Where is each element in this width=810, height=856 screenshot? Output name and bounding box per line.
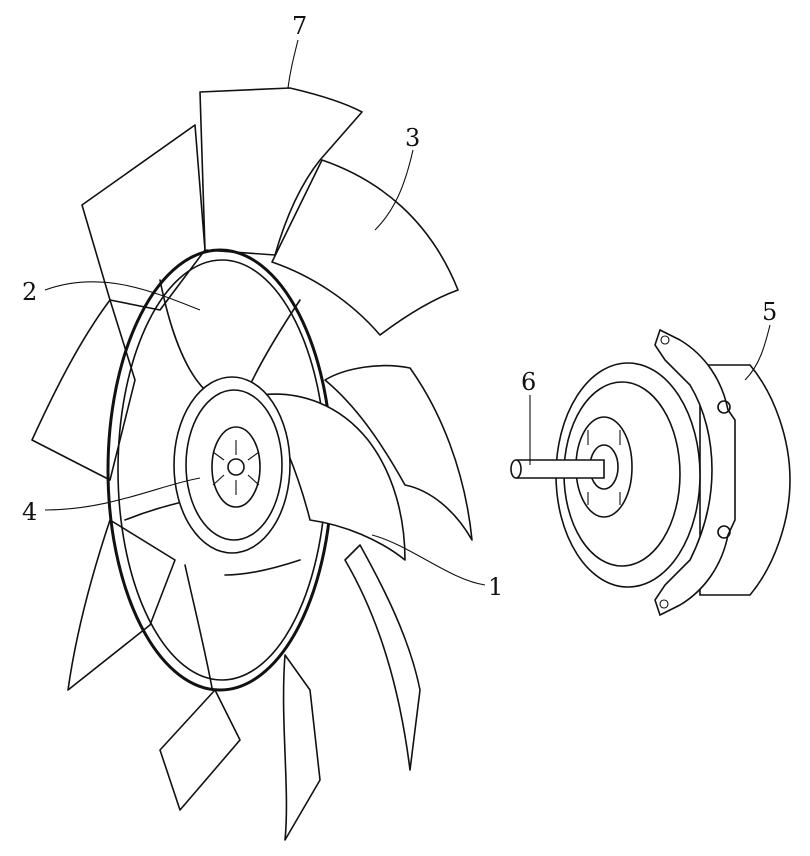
- leader-5: [744, 324, 771, 381]
- blade-top: [199, 87, 363, 256]
- callout-6: 6: [521, 368, 536, 396]
- callout-5: 5: [762, 298, 777, 326]
- callout-2: 2: [22, 278, 37, 306]
- leader-lines: [44, 39, 771, 586]
- blade-bottom-left: [159, 689, 241, 811]
- leader-3: [374, 149, 414, 231]
- callout-labels: 7 3 2 5 6 4 1: [22, 12, 777, 601]
- blade-upper-right: [271, 159, 459, 336]
- blade-right: [324, 364, 473, 541]
- blade-upper-left: [81, 124, 206, 311]
- blade-bottom: [282, 654, 321, 841]
- motor-mounting-flange: [654, 328, 736, 617]
- hub-boss: [227, 458, 245, 476]
- motor-assembly: [510, 328, 791, 617]
- leader-2: [44, 281, 201, 311]
- flange-hole-top: [660, 335, 670, 345]
- blade-lower-right-rear: [344, 544, 421, 771]
- blade-lower-left: [67, 519, 176, 691]
- hub-recess: [211, 426, 261, 508]
- flange-bolt-lower: [717, 525, 731, 539]
- hub-inner-ring: [185, 389, 283, 541]
- blade-left: [31, 299, 136, 481]
- hub-spokes: [212, 440, 260, 495]
- leader-4: [44, 477, 201, 511]
- callout-3: 3: [405, 124, 420, 152]
- leader-1: [371, 534, 486, 586]
- callout-4: 4: [22, 498, 37, 526]
- blade-front-lower-right: [259, 393, 406, 561]
- blade-root-line-5: [224, 559, 301, 576]
- flange-hole-bottom: [659, 599, 669, 609]
- blade-root-line-4: [184, 564, 213, 689]
- hub-outer-ring: [173, 376, 291, 554]
- callout-7: 7: [292, 12, 307, 40]
- motor-face-slots: [587, 430, 621, 505]
- fan-assembly: [31, 87, 473, 841]
- motor-shaft-end: [510, 459, 522, 479]
- motor-shaft: [516, 459, 605, 479]
- blade-root-line-2: [249, 299, 301, 386]
- callout-1: 1: [488, 573, 503, 601]
- leader-7: [287, 39, 299, 89]
- flange-bolt-upper: [717, 400, 731, 414]
